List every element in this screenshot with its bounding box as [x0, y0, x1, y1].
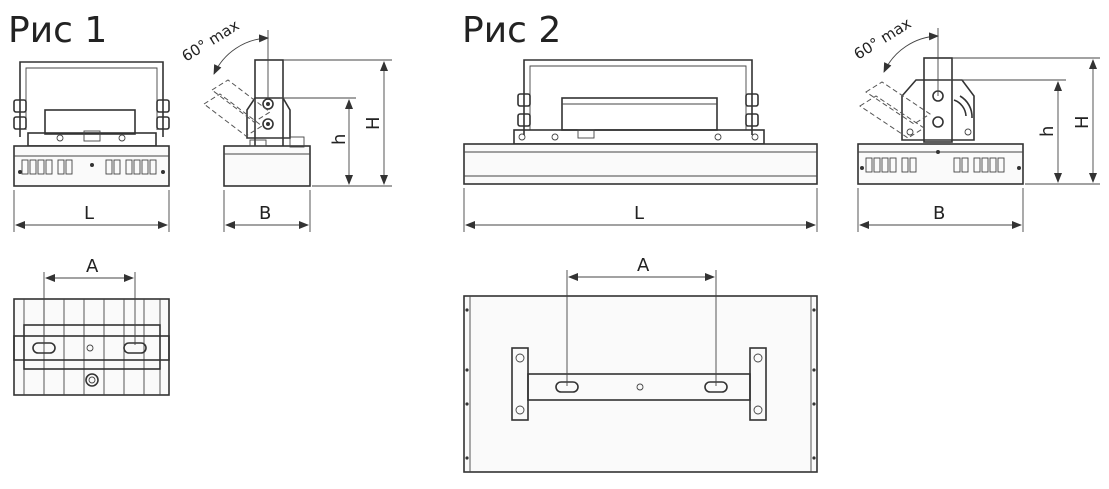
fig2-side-view: 60° max h H B	[851, 14, 1100, 232]
fig2-front-view: L	[463, 59, 818, 232]
fig1-front-view: L	[13, 61, 170, 232]
fig2-top-view: A	[463, 255, 818, 473]
fig1-dim-h: h	[329, 134, 350, 145]
fig1-angle-label: 60° max	[179, 16, 243, 65]
fig1-dim-L: L	[84, 203, 94, 224]
fig2-dim-L: L	[634, 203, 644, 224]
fig2-dim-B: B	[933, 203, 945, 224]
fig1-side-view: 60° max h H B	[179, 16, 392, 232]
figure-2: Рис 2 L	[462, 10, 1100, 473]
fig2-dim-H: H	[1072, 115, 1093, 129]
figure-1-title: Рис 1	[8, 10, 107, 51]
fig1-dim-A: A	[86, 256, 99, 277]
fig1-top-view: A	[13, 256, 170, 396]
fig1-dim-B: B	[259, 203, 271, 224]
fig2-dim-A: A	[637, 255, 650, 276]
figure-1: Рис 1	[8, 10, 392, 396]
fig2-dim-h: h	[1037, 126, 1058, 137]
fig2-angle-label: 60° max	[851, 14, 915, 63]
fig1-dim-H: H	[363, 116, 384, 130]
figure-2-title: Рис 2	[462, 10, 561, 51]
